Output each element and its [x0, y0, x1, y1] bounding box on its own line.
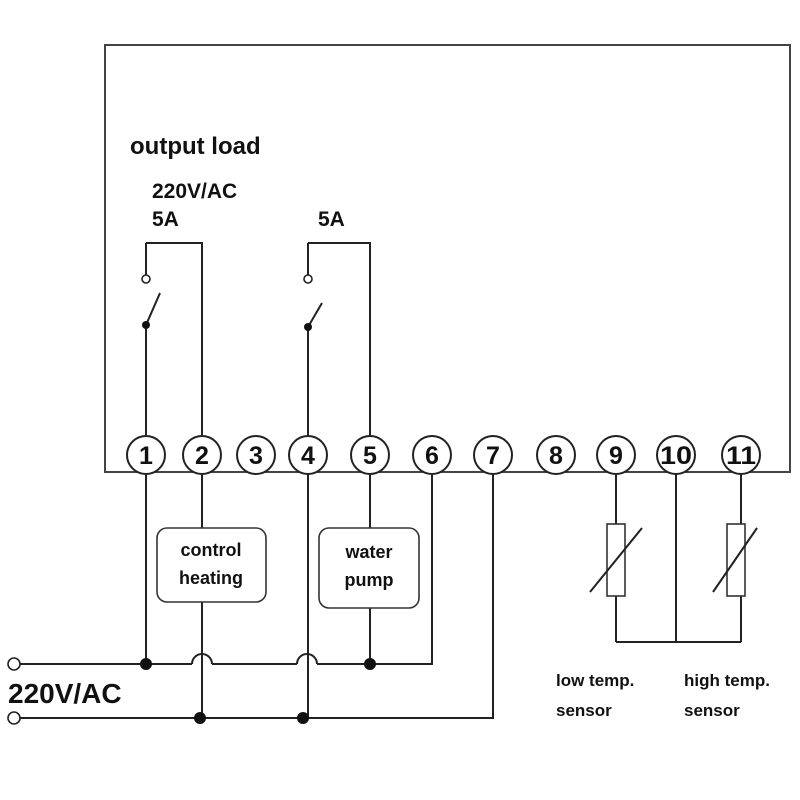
terminal-11-label: 11: [726, 442, 756, 470]
terminal-1-label: 1: [139, 442, 153, 470]
terminal-9: 9: [596, 435, 636, 475]
terminal-8: 8: [536, 435, 576, 475]
terminal-7-label: 7: [486, 442, 500, 470]
output-load-label: output load: [130, 133, 261, 160]
external-wiring: [7, 470, 494, 725]
terminal-5-label: 5: [363, 442, 377, 470]
terminal-6-label: 6: [425, 442, 439, 470]
terminal-10-label: 10: [660, 442, 692, 470]
relay-contact-1: [141, 242, 203, 440]
supply-voltage-label: 220V/AC: [8, 678, 122, 709]
terminal-10: 10: [656, 435, 696, 475]
terminal-2-label: 2: [195, 442, 209, 470]
pump-label-line2: pump: [345, 570, 394, 590]
control-heating-load: control heating: [156, 527, 267, 603]
controller-housing: [104, 44, 791, 473]
heating-label-line2: heating: [179, 568, 243, 588]
low-sensor-label-line2: sensor: [556, 701, 612, 720]
terminal-7: 7: [473, 435, 513, 475]
terminal-1: 1: [126, 435, 166, 475]
relay2-current-label: 5A: [318, 208, 345, 231]
sensor-wiring: [615, 470, 742, 643]
terminal-3-label: 3: [249, 442, 263, 470]
terminal-2: 2: [182, 435, 222, 475]
relay-contact-2: [303, 242, 371, 440]
terminal-6: 6: [412, 435, 452, 475]
terminal-3: 3: [236, 435, 276, 475]
terminal-8-label: 8: [549, 442, 563, 470]
high-temp-thermistor: [712, 523, 758, 597]
water-pump-load: water pump: [318, 527, 420, 609]
terminal-11: 11: [721, 435, 761, 475]
low-temp-thermistor: [589, 523, 643, 597]
relay1-current-label: 5A: [152, 208, 179, 231]
pump-label-line1: water: [344, 542, 392, 562]
relay1-voltage-label: 220V/AC: [152, 180, 237, 203]
terminal-4-label: 4: [301, 442, 315, 470]
terminal-9-label: 9: [609, 442, 623, 470]
high-sensor-label-line1: high temp.: [684, 671, 770, 690]
high-sensor-label-line2: sensor: [684, 701, 740, 720]
low-sensor-label-line1: low temp.: [556, 671, 634, 690]
terminal-5: 5: [350, 435, 390, 475]
terminal-4: 4: [288, 435, 328, 475]
heating-label-line1: control: [181, 540, 242, 560]
